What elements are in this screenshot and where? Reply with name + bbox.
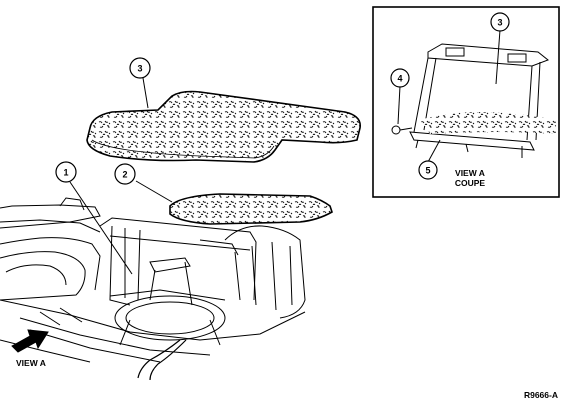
inset-callout-3: 3 [490,12,510,32]
spare-tire-cover-part-2 [169,193,333,225]
inset-leaders [397,29,501,163]
inset-title-line-2: COUPE [455,178,486,188]
inset-callout-3-text: 3 [497,18,502,28]
inset-fastener-part-4 [391,125,401,135]
view-a-arrow: VIEW A [11,329,49,368]
inset-frame [372,6,560,198]
inset-callout-5-text: 5 [425,166,430,176]
inset-callout-4-text: 4 [397,74,402,84]
callout-2-text: 2 [122,170,127,180]
callout-3: 3 [129,57,151,79]
callout-2: 2 [114,163,136,185]
callout-1: 1 [55,161,77,183]
callout-3-text: 3 [137,64,142,74]
inset-callout-5: 5 [418,160,438,180]
inset-carpet-part-3 [420,112,556,134]
trunk-floor-mat-part-3 [86,90,362,163]
inset-callout-4: 4 [390,68,410,88]
callout-1-text: 1 [63,168,68,178]
vehicle-floor-assembly [0,197,306,381]
inset-view-a: 3 4 5 VIEW A COUPE [372,6,560,198]
leader-lines [69,77,173,275]
figure-reference: R9666-A [524,390,558,400]
inset-title-line-1: VIEW A [455,168,485,178]
view-a-arrow-label: VIEW A [16,358,46,368]
